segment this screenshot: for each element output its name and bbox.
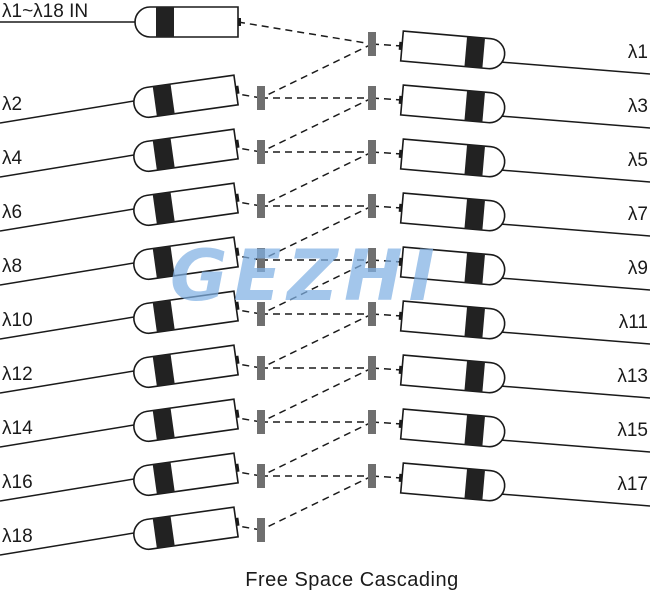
left-collimator: [133, 506, 240, 551]
right-collimator: [398, 300, 506, 340]
right-fiber: [499, 385, 650, 399]
left-filter: [257, 518, 265, 542]
left-wavelength-label: λ6: [2, 202, 22, 223]
right-filter: [368, 86, 376, 110]
beam-path: [371, 43, 403, 47]
right-wavelength-label: λ11: [619, 312, 648, 333]
right-collimator: [398, 84, 506, 124]
left-wavelength-label: λ18: [2, 526, 33, 547]
left-filter: [257, 356, 265, 380]
diagram-caption: Free Space Cascading: [245, 569, 458, 591]
right-wavelength-label: λ5: [628, 150, 648, 171]
beam-path: [260, 151, 373, 207]
input-collimator: [134, 6, 241, 38]
left-filter: [257, 194, 265, 218]
right-fiber: [499, 277, 650, 291]
right-fiber: [499, 223, 650, 237]
left-fiber: [0, 207, 141, 232]
beam-path: [260, 313, 373, 369]
right-filter: [368, 140, 376, 164]
left-collimator: [133, 344, 240, 389]
beam-path: [371, 151, 403, 155]
left-fiber: [0, 531, 141, 556]
left-filter: [257, 410, 265, 434]
right-fiber: [499, 115, 650, 129]
left-collimator: [133, 236, 240, 281]
beam-path: [260, 367, 373, 423]
right-fiber: [499, 439, 650, 453]
left-collimator: [133, 290, 240, 335]
left-wavelength-label: λ10: [2, 310, 33, 331]
left-fiber: [0, 369, 141, 394]
wavelength-labels: λ1~λ18 IN λ2 λ4 λ6 λ8 λ10 λ12 λ14 λ16 λ18 λ1 λ3 λ5 λ7…: [2, 1, 648, 547]
beam-path: [371, 367, 403, 371]
beam-path: [260, 421, 373, 477]
left-fiber: [0, 423, 141, 448]
right-wavelength-label: λ13: [617, 366, 648, 387]
left-wavelength-label: λ8: [2, 256, 22, 277]
right-collimator: [398, 30, 506, 70]
right-filter: [368, 410, 376, 434]
left-filter: [257, 302, 265, 326]
right-wavelength-label: λ1: [628, 42, 648, 63]
left-fiber: [0, 477, 141, 502]
right-filter: [368, 32, 376, 56]
left-wavelength-label: λ12: [2, 364, 33, 385]
left-wavelength-label: λ16: [2, 472, 33, 493]
input-label: λ1~λ18 IN: [2, 1, 88, 22]
left-filter: [257, 140, 265, 164]
left-collimator: [133, 398, 240, 443]
right-collimator: [398, 192, 506, 232]
beam-path: [371, 475, 403, 479]
right-filter: [368, 248, 376, 272]
beam-path: [260, 259, 373, 315]
right-collimator: [398, 462, 506, 502]
beam-path: [260, 43, 373, 99]
right-collimator: [398, 408, 506, 448]
beam-path: [260, 97, 373, 153]
right-wavelength-label: λ17: [617, 474, 648, 495]
left-fiber: [0, 153, 141, 178]
right-filter: [368, 356, 376, 380]
watermark-logo: GEZHI: [170, 235, 441, 317]
beam-path: [371, 205, 403, 209]
beam-path: [371, 313, 403, 317]
left-collimator: [133, 128, 240, 173]
right-wavelength-label: λ15: [617, 420, 648, 441]
right-filter: [368, 194, 376, 218]
right-collimator: [398, 354, 506, 394]
beam-path: [371, 259, 403, 263]
right-wavelength-label: λ3: [628, 96, 648, 117]
collimators: [0, 6, 650, 556]
right-fiber: [499, 331, 650, 345]
left-filter: [257, 464, 265, 488]
left-fiber: [0, 315, 141, 340]
beam-path: [260, 205, 373, 261]
left-wavelength-label: λ4: [2, 148, 23, 169]
left-collimator: [133, 74, 240, 119]
left-wavelength-label: λ14: [2, 418, 33, 439]
right-fiber: [499, 169, 650, 183]
right-collimator: [398, 246, 506, 286]
beam-path: [237, 21, 373, 45]
right-filter: [368, 464, 376, 488]
right-fiber: [499, 61, 650, 75]
right-fiber: [499, 493, 650, 507]
beam-path: [371, 97, 403, 101]
right-collimator: [398, 138, 506, 178]
left-fiber: [0, 99, 141, 124]
left-filter: [257, 248, 265, 272]
right-wavelength-label: λ9: [628, 258, 648, 279]
filter-elements: [257, 32, 376, 542]
right-wavelength-label: λ7: [628, 204, 648, 225]
left-fiber: [0, 261, 141, 286]
right-filter: [368, 302, 376, 326]
beam-path: [260, 475, 373, 531]
beam-path: [371, 421, 403, 425]
left-wavelength-label: λ2: [2, 94, 22, 115]
left-collimator: [133, 452, 240, 497]
left-filter: [257, 86, 265, 110]
left-collimator: [133, 182, 240, 227]
